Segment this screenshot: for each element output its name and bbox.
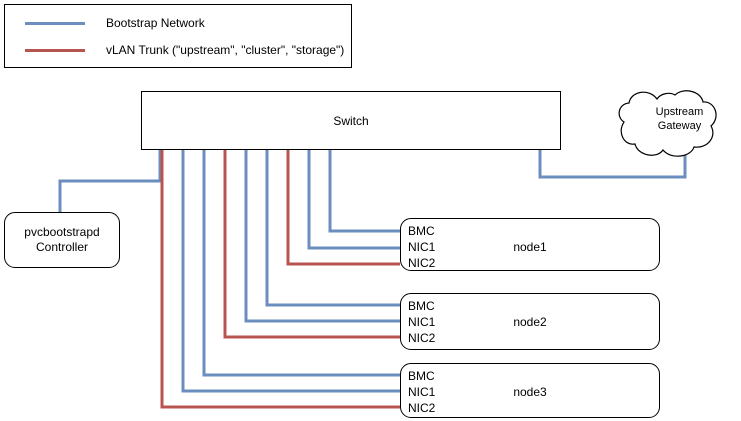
server-node-1[interactable]: BMC NIC1 NIC2 node1 (400, 218, 660, 271)
legend: Bootstrap Network vLAN Trunk ("upstream"… (4, 4, 352, 68)
switch-to-node3-nic2 (160, 150, 400, 409)
legend-label-vlan-trunk: vLAN Trunk ("upstream", "cluster", "stor… (106, 43, 345, 57)
switch-to-node1-nic1 (307, 150, 400, 250)
switch-to-controller (58, 150, 162, 212)
node-3-port-nic2: NIC2 (408, 401, 436, 415)
switch-to-node3-bmc (202, 150, 400, 377)
switch-to-node2-bmc (265, 150, 400, 307)
gateway-label-line2: Gateway (657, 120, 702, 132)
controller-label-line1: pvcbootstrapd (24, 225, 100, 239)
node-3-port-nic1: NIC1 (408, 385, 436, 399)
switch-to-gateway (538, 150, 687, 179)
switch-to-node1-nic2 (286, 150, 400, 266)
server-node-2[interactable]: BMC NIC1 NIC2 node2 (400, 293, 660, 350)
switch-node[interactable]: Switch (141, 91, 561, 150)
wire-group (58, 150, 687, 409)
switch-to-node2-nic1 (244, 150, 400, 323)
node-2-title: node2 (513, 315, 547, 329)
legend-label-bootstrap-network: Bootstrap Network (106, 16, 205, 30)
switch-to-node1-bmc (328, 150, 400, 233)
gateway-label-line1: Upstream (655, 106, 704, 118)
node-1-port-bmc: BMC (408, 224, 435, 238)
legend-swatch-vlan-trunk (25, 48, 85, 52)
switch-to-node2-nic2 (223, 150, 400, 339)
node-1-title: node1 (513, 240, 547, 254)
cloud-shape (618, 90, 717, 157)
node-1-port-list: BMC NIC1 NIC2 (408, 223, 435, 271)
node-1-port-nic1: NIC1 (408, 240, 436, 254)
node-1-port-nic2: NIC2 (408, 256, 436, 270)
switch-label: Switch (333, 113, 369, 128)
legend-item-bootstrap-network: Bootstrap Network (5, 14, 351, 32)
server-node-3[interactable]: BMC NIC1 NIC2 node3 (400, 363, 660, 418)
node-3-port-list: BMC NIC1 NIC2 (408, 368, 435, 416)
gateway-node[interactable]: Upstream Gateway (623, 105, 736, 133)
node-2-port-bmc: BMC (408, 299, 435, 313)
legend-item-vlan-trunk: vLAN Trunk ("upstream", "cluster", "stor… (5, 41, 351, 59)
node-3-title: node3 (513, 385, 547, 399)
node-2-port-nic1: NIC1 (408, 315, 436, 329)
node-2-port-nic2: NIC2 (408, 331, 436, 345)
legend-swatch-bootstrap-network (25, 21, 85, 25)
controller-label-line2: Controller (35, 240, 89, 254)
node-2-port-list: BMC NIC1 NIC2 (408, 298, 435, 346)
controller-node[interactable]: pvcbootstrapd Controller (4, 212, 120, 268)
node-3-port-bmc: BMC (408, 369, 435, 383)
switch-to-node3-nic1 (181, 150, 400, 393)
